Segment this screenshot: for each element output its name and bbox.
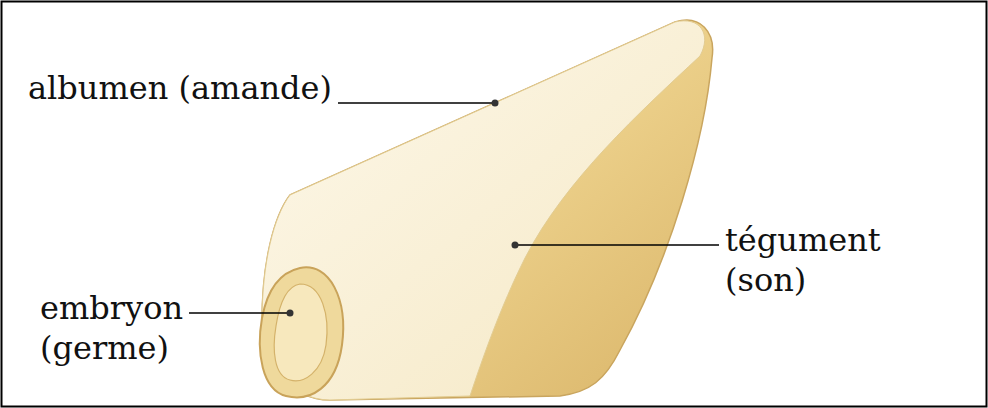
part-label: tégument (son) — [725, 220, 881, 300]
leader-dot — [492, 100, 499, 107]
leader-line — [338, 102, 495, 104]
leader-line — [515, 244, 719, 246]
part-label: albumen (amande) — [28, 68, 332, 108]
grain-embryo — [260, 267, 343, 397]
embryo-inner — [274, 284, 327, 381]
leader-line — [189, 312, 290, 314]
leader-dot — [287, 310, 294, 317]
part-label: embryon (germe) — [40, 288, 183, 368]
leader-dot — [512, 242, 519, 249]
